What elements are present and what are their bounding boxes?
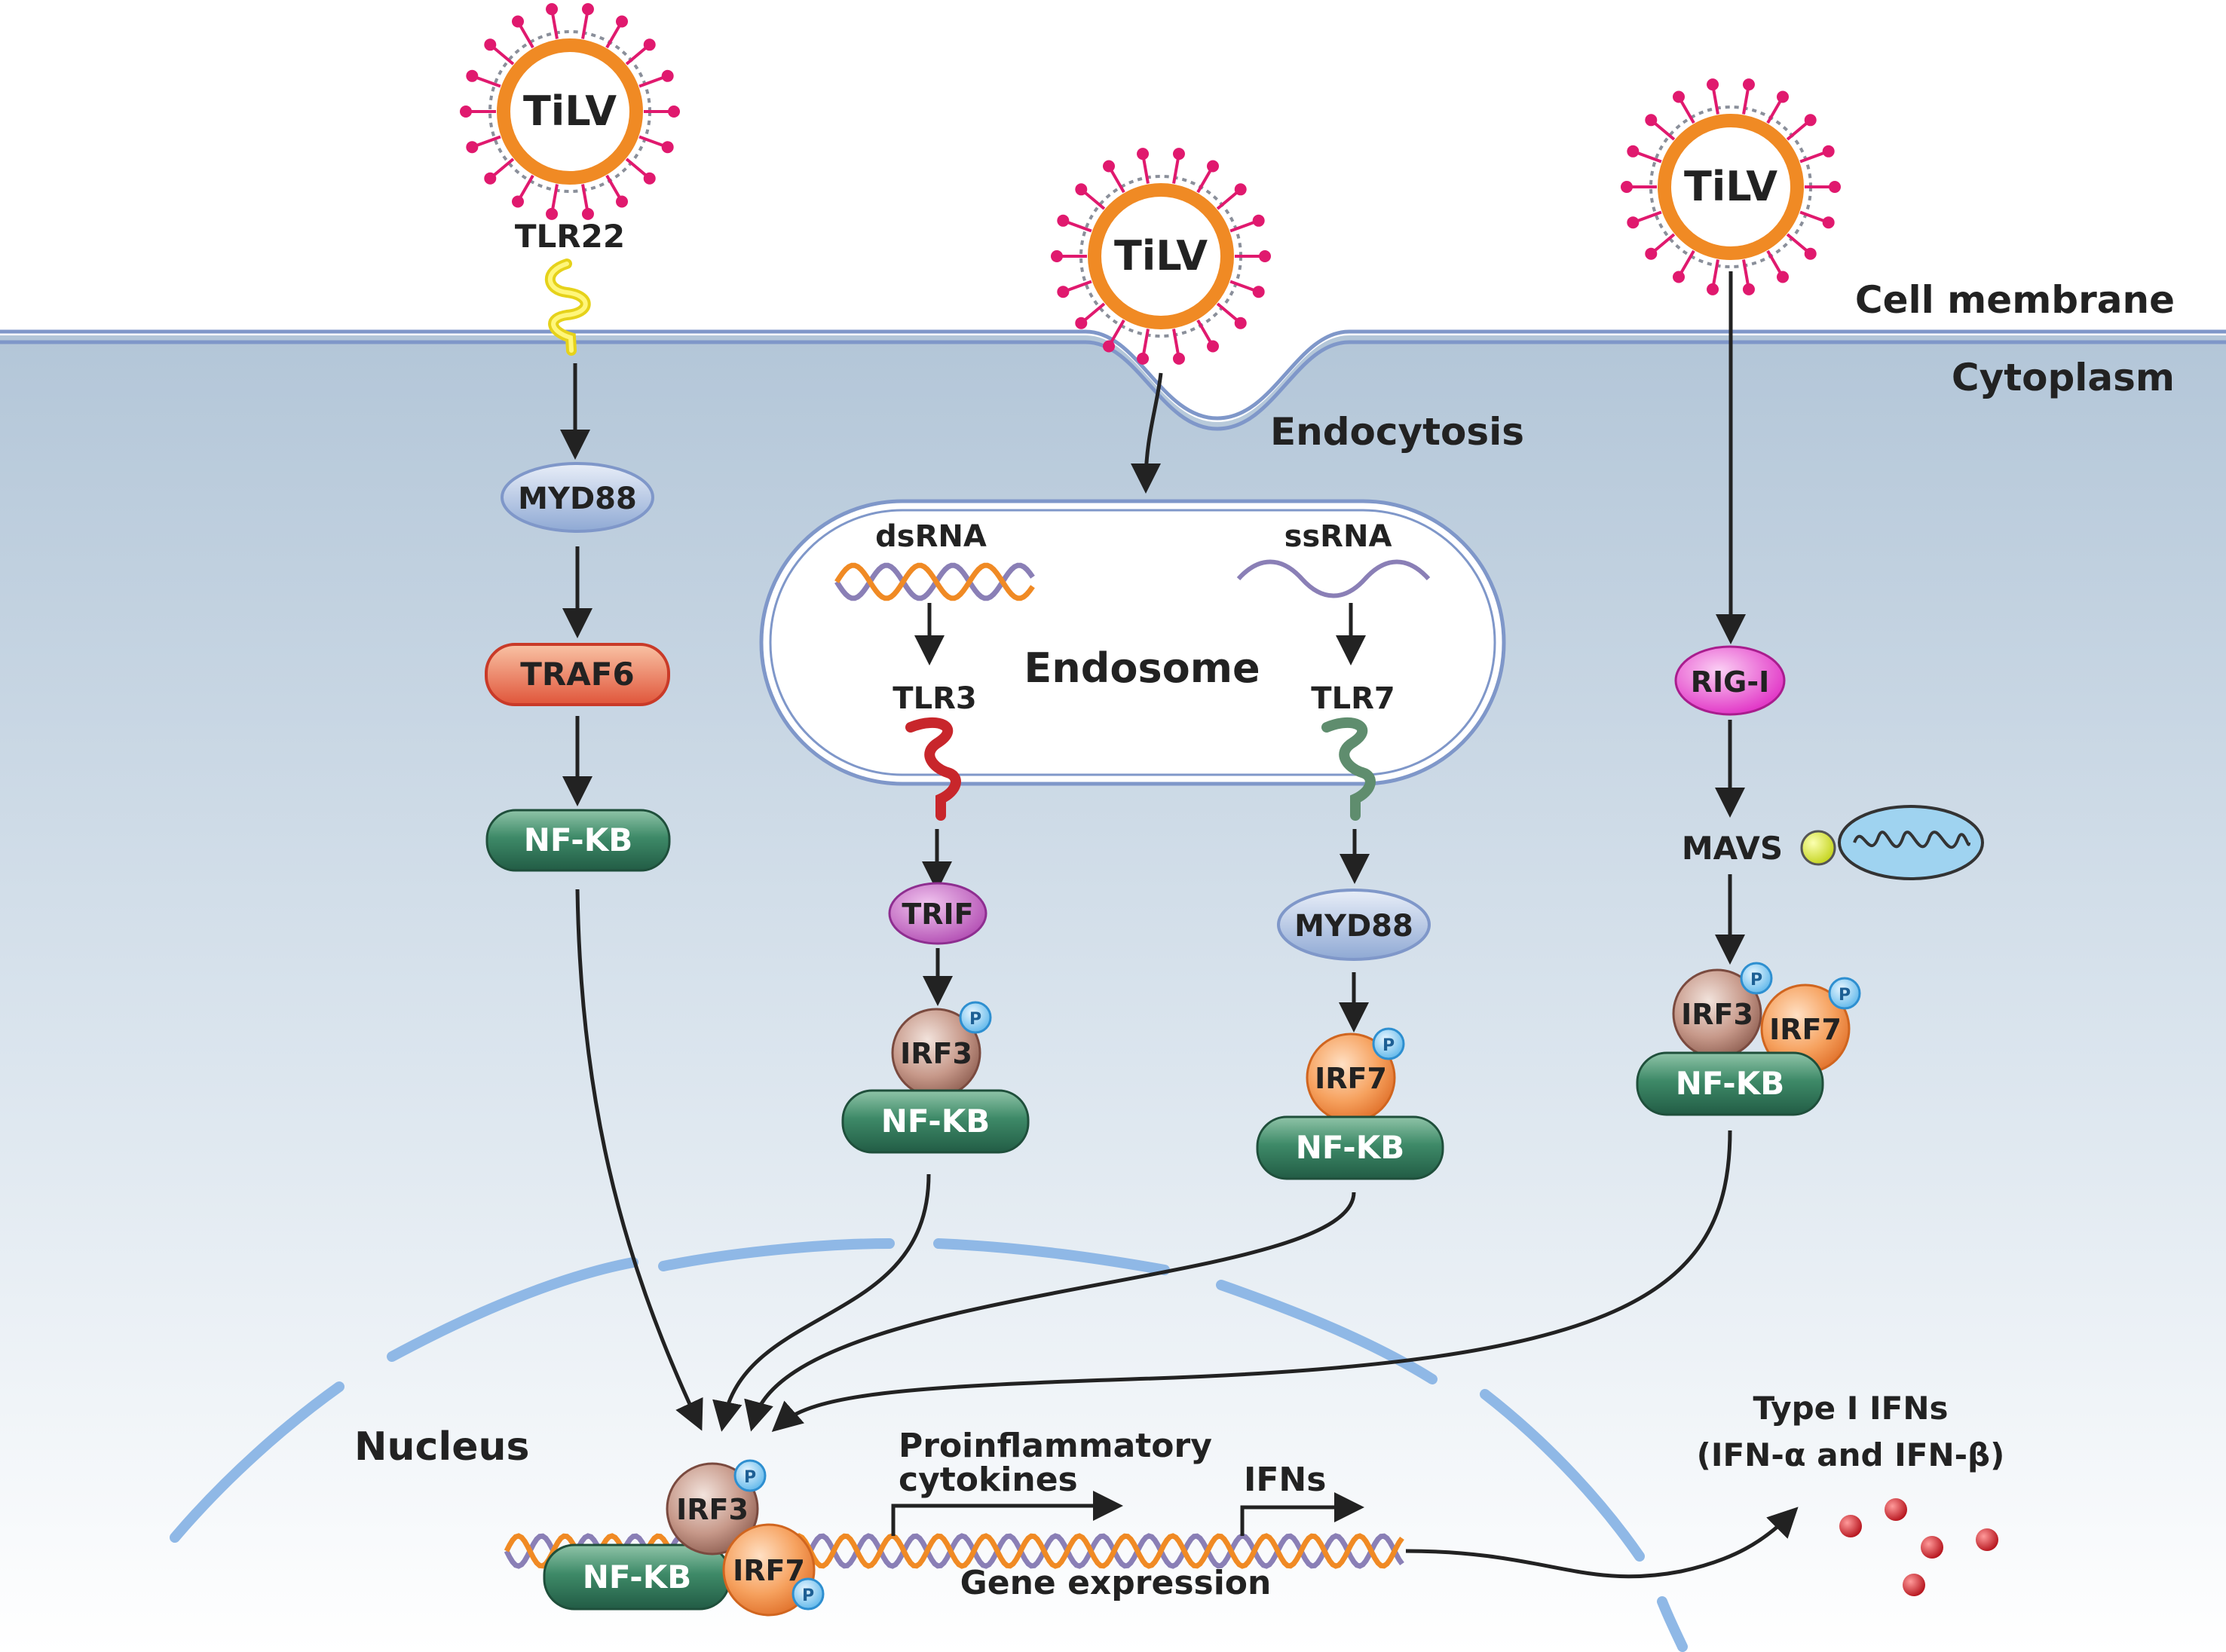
- phospho-label: P: [1382, 1036, 1395, 1055]
- proinflammatory-line2: cytokines: [899, 1461, 1078, 1499]
- cell-membrane-label: Cell membrane: [1855, 278, 2175, 322]
- dsrna-label: dsRNA: [875, 519, 987, 554]
- endosome-label: Endosome: [1024, 644, 1260, 692]
- nfkb-center-b-node: [1256, 1115, 1444, 1180]
- irf7-nuclear-label: IRF7: [733, 1554, 805, 1587]
- ifn-molecule: [1903, 1574, 1925, 1596]
- tlr3-receptor: [905, 717, 961, 821]
- myd88-left-label: MYD88: [518, 482, 637, 516]
- tlr7-receptor: [1321, 717, 1376, 821]
- arrow-endocytosis: [1131, 372, 1163, 494]
- rig1-node: [1674, 645, 1786, 716]
- virus-spikes: [1051, 148, 1271, 365]
- traf6-node: [485, 643, 670, 706]
- type1-ifns-line1: Type I IFNs: [1753, 1390, 1949, 1427]
- nucleus-label: Nucleus: [354, 1424, 529, 1470]
- endosome: [759, 499, 1506, 786]
- phospho-badge: [1372, 1027, 1405, 1060]
- phospho-label: P: [744, 1468, 756, 1487]
- virus-left: TiLV: [460, 3, 680, 220]
- gene-expression-label: Gene expression: [960, 1564, 1272, 1602]
- tlr3-label: TLR3: [893, 681, 976, 716]
- mitochondrion: [1838, 805, 1984, 880]
- phospho-label: P: [1750, 971, 1762, 990]
- nfkb-right-node: [1636, 1051, 1824, 1116]
- proinflammatory-line1: Proinflammatory: [899, 1427, 1212, 1465]
- virus-center-label: TiLV: [1114, 232, 1208, 280]
- myd88-left-node: [501, 462, 654, 533]
- cell-membrane-outer: [0, 329, 2226, 421]
- arrow-trif-branch-to-nucleus: [712, 1173, 931, 1432]
- endosome-inner: [769, 509, 1496, 776]
- ifn-molecule: [1839, 1515, 1862, 1537]
- nfkb-center-a-label: NF-KB: [881, 1103, 991, 1140]
- phospho-badge: [1828, 977, 1861, 1010]
- irf3-center-label: IRF3: [900, 1037, 972, 1070]
- irf7-nuclear-node: [722, 1523, 816, 1617]
- phospho-label: P: [1839, 986, 1851, 1005]
- virus-right: TiLV: [1621, 78, 1841, 295]
- ssrna-label: ssRNA: [1284, 519, 1392, 554]
- phospho-label: P: [969, 1010, 981, 1029]
- tlr22-label: TLR22: [515, 218, 625, 255]
- proinflammatory-arrow: [891, 1491, 1123, 1536]
- virus-center: TiLV: [1051, 148, 1271, 365]
- traf6-label: TRAF6: [520, 656, 634, 693]
- virus-right-label: TiLV: [1684, 163, 1777, 210]
- phospho-badge: [1740, 962, 1773, 995]
- tlr22-receptor-core: [547, 262, 588, 353]
- arrow-left-to-nucleus: [575, 889, 703, 1431]
- endocytosis-label: Endocytosis: [1270, 410, 1524, 454]
- ifns-label: IFNs: [1244, 1461, 1326, 1499]
- trif-node: [888, 882, 987, 945]
- nuclear-envelope: [170, 1238, 1688, 1652]
- arrow-right-to-nucleus: [771, 1130, 1732, 1432]
- ifn-molecule: [1885, 1498, 1907, 1521]
- irf7-right-label: IRF7: [1769, 1013, 1842, 1046]
- ifn-molecule: [1976, 1528, 1998, 1551]
- mavs-anchor: [1800, 830, 1836, 866]
- nfkb-left-node: [485, 809, 671, 872]
- cytoplasm-label: Cytoplasm: [1952, 356, 2175, 399]
- phospho-badge: [733, 1459, 767, 1492]
- type1-ifns-line2: (IFN-α and IFN-β): [1697, 1436, 2005, 1473]
- irf3-nuclear-label: IRF3: [676, 1493, 749, 1526]
- virus-spikes: [1621, 78, 1841, 295]
- phospho-badge: [792, 1577, 825, 1611]
- arrow-secretion: [1405, 1507, 1799, 1579]
- trif-label: TRIF: [902, 898, 973, 931]
- myd88-center-label: MYD88: [1294, 909, 1413, 944]
- myd88-center-node: [1277, 889, 1431, 961]
- virus-spikes: [460, 3, 680, 220]
- dsrna-helix: [834, 562, 1035, 601]
- phospho-badge: [959, 1001, 992, 1034]
- mavs-label: MAVS: [1682, 830, 1783, 867]
- ifn-molecule: [1921, 1536, 1943, 1559]
- irf3-nuclear-node: [666, 1462, 759, 1556]
- cell-membrane-inner: [0, 340, 2226, 431]
- irf7-center-label: IRF7: [1315, 1062, 1387, 1095]
- ifns-arrow: [1240, 1492, 1364, 1536]
- nfkb-nuclear-label: NF-KB: [583, 1559, 692, 1595]
- nfkb-left-label: NF-KB: [524, 821, 633, 858]
- irf3-right-label: IRF3: [1681, 998, 1753, 1031]
- nfkb-right-label: NF-KB: [1676, 1065, 1785, 1102]
- rig1-label: RIG-I: [1691, 665, 1770, 699]
- ifn-molecules: [1839, 1498, 1998, 1596]
- arrow-myd88-branch-to-nucleus: [744, 1192, 1356, 1432]
- nfkb-center-a-node: [841, 1089, 1030, 1154]
- tlr7-label: TLR7: [1311, 681, 1395, 716]
- ssrna-strand: [1236, 559, 1431, 598]
- phospho-label: P: [802, 1586, 814, 1605]
- nfkb-center-b-label: NF-KB: [1296, 1129, 1405, 1166]
- virus-left-label: TiLV: [523, 87, 617, 135]
